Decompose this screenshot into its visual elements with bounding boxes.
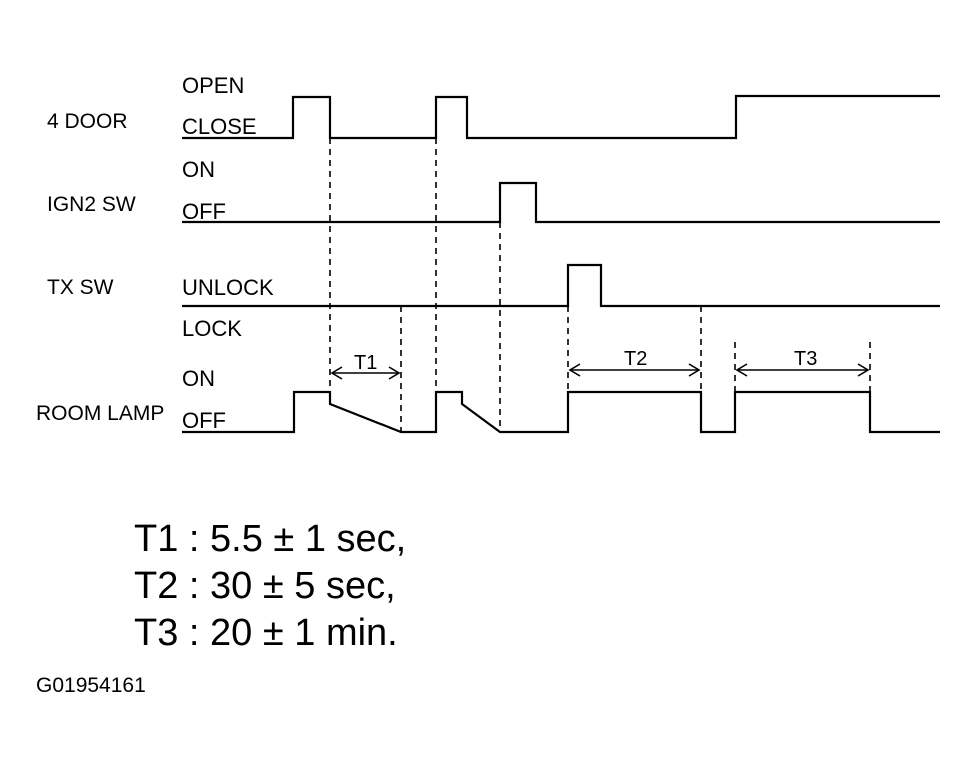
interval-label-t1: T1 <box>354 352 377 374</box>
waveform-4-door <box>182 94 940 140</box>
interval-arrow-t3 <box>735 363 870 377</box>
state-label-ign-on: ON <box>182 157 215 182</box>
interval-arrow-t2 <box>568 363 701 377</box>
waveform-ign2-sw <box>182 181 940 224</box>
state-label-unlock: UNLOCK <box>182 275 274 300</box>
signal-name-room-lamp: ROOM LAMP <box>36 402 164 425</box>
interval-arrow-t1 <box>330 366 401 380</box>
note-t1: T1 : 5.5 ± 1 sec, <box>134 518 406 560</box>
interval-label-t2: T2 <box>624 348 647 370</box>
waveform-tx-sw <box>182 263 940 308</box>
note-t3: T3 : 20 ± 1 min. <box>134 612 398 654</box>
state-label-close: CLOSE <box>182 114 257 139</box>
note-t2: T2 : 30 ± 5 sec, <box>134 565 396 607</box>
signal-name-4-door: 4 DOOR <box>47 110 128 133</box>
waveform-room-lamp <box>182 390 940 434</box>
state-label-lamp-off: OFF <box>182 408 226 433</box>
state-label-lamp-on: ON <box>182 366 215 391</box>
figure-id: G01954161 <box>36 674 146 697</box>
signal-name-tx-sw: TX SW <box>47 276 114 299</box>
signal-name-ign2-sw: IGN2 SW <box>47 193 136 216</box>
interval-label-t3: T3 <box>794 348 817 370</box>
state-label-open: OPEN <box>182 73 244 98</box>
state-label-lock: LOCK <box>182 316 242 341</box>
state-label-ign-off: OFF <box>182 199 226 224</box>
